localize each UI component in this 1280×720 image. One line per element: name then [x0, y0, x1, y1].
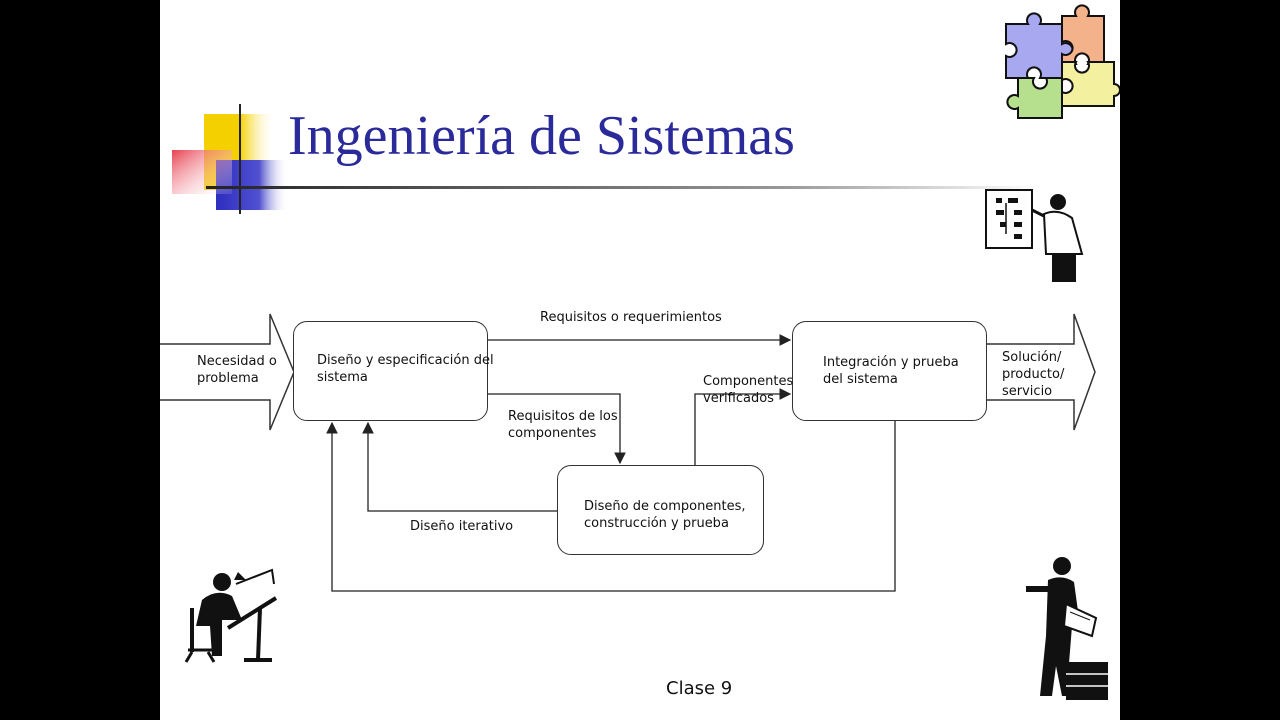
- connector-lines: [326, 334, 896, 592]
- output-arrow-label: Solución/ producto/ servicio: [1002, 350, 1065, 399]
- edge-component-req-label: Requisitos de los componentes: [508, 409, 618, 441]
- slide: Ingeniería de Sistemas Necesidad o probl…: [160, 0, 1120, 720]
- drafter-icon: [184, 568, 278, 663]
- slide-title: Ingeniería de Sistemas: [288, 105, 795, 167]
- input-arrow-label: Necesidad o problema: [197, 354, 277, 386]
- edge-component-req-line: [487, 393, 626, 465]
- slide-footer: Clase 9: [666, 678, 733, 699]
- node-integration-label: Integración y prueba del sistema: [823, 355, 959, 387]
- title-decoration: [172, 104, 1036, 214]
- presenter-icon: [985, 189, 1084, 282]
- node-design-spec-label: Diseño y especificación del sistema: [317, 353, 494, 385]
- edge-verified-label: Componentes verificados: [703, 374, 794, 406]
- edge-iterative-label: Diseño iterativo: [410, 519, 514, 534]
- node-components-label: Diseño de componentes, construcción y pr…: [584, 499, 746, 531]
- output-arrow: [986, 313, 1096, 431]
- diagram-canvas: [160, 4, 1120, 700]
- edge-iterative-line: [362, 421, 557, 512]
- edge-requirements-label: Requisitos o requerimientos: [540, 310, 722, 325]
- puzzle-icon: [1005, 4, 1120, 119]
- edge-feedback-line: [326, 421, 896, 592]
- worker-icon: [1026, 557, 1108, 700]
- edge-verified-line: [694, 388, 792, 465]
- node-integration: [792, 321, 987, 421]
- node-design-spec: [293, 321, 488, 421]
- node-components: [557, 465, 764, 555]
